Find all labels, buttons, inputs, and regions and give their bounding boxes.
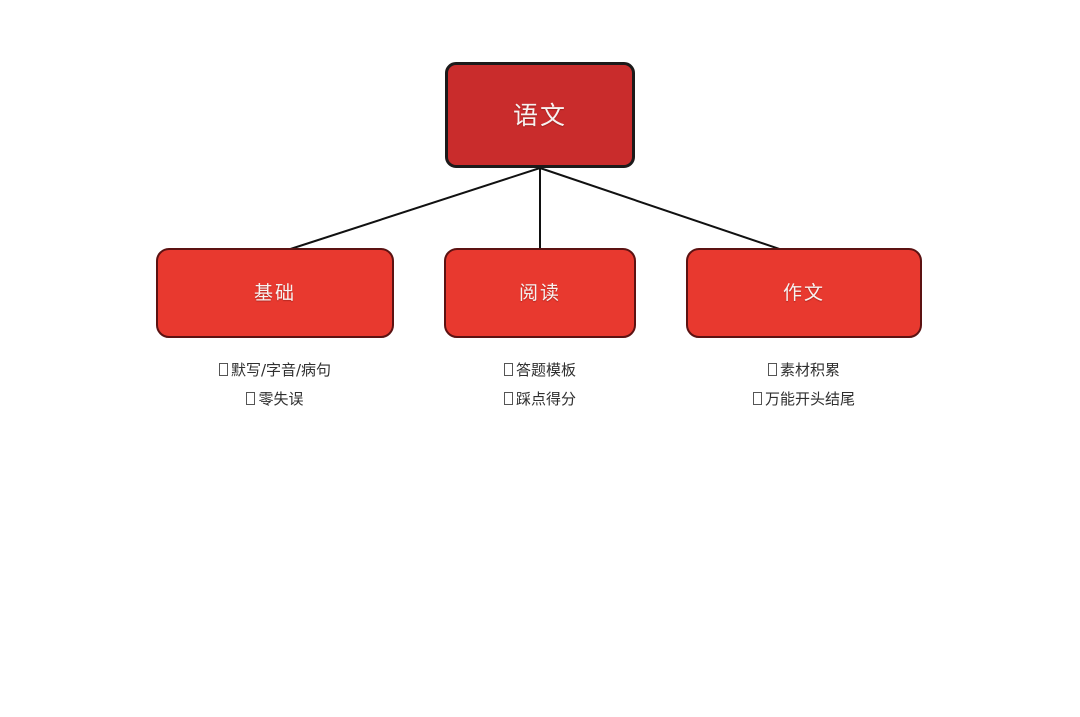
node-child-reading[interactable]: 阅读 [444, 248, 636, 338]
detail-line: 零失误 [156, 385, 394, 414]
missing-glyph-box-icon [218, 363, 228, 376]
detail-line: 答题模板 [444, 356, 636, 385]
detail-line-text: 零失误 [258, 390, 304, 408]
detail-line: 踩点得分 [444, 385, 636, 414]
node-root-label: 语文 [512, 100, 567, 130]
detail-line-text: 万能开头结尾 [764, 390, 855, 408]
detail-line-text: 踩点得分 [515, 390, 576, 408]
detail-line: 素材积累 [686, 356, 922, 385]
node-child-basics[interactable]: 基础 [156, 248, 394, 338]
missing-glyph-box-icon [752, 392, 762, 405]
detail-block-basics: 默写/字音/病句 零失误 [156, 356, 394, 414]
node-child-basics-label: 基础 [253, 281, 296, 304]
detail-line: 万能开头结尾 [686, 385, 922, 414]
detail-block-writing: 素材积累 万能开头结尾 [686, 356, 922, 414]
node-child-writing-label: 作文 [782, 281, 825, 304]
missing-glyph-box-icon [503, 392, 513, 405]
node-root-chinese[interactable]: 语文 [445, 62, 635, 168]
detail-block-reading: 答题模板 踩点得分 [444, 356, 636, 414]
detail-line: 默写/字音/病句 [156, 356, 394, 385]
detail-line-text: 素材积累 [779, 361, 840, 379]
missing-glyph-box-icon [767, 363, 777, 376]
missing-glyph-box-icon [246, 392, 256, 405]
connector-line-root-to-writing [539, 167, 807, 259]
node-child-writing[interactable]: 作文 [686, 248, 922, 338]
detail-line-text: 答题模板 [515, 361, 576, 379]
missing-glyph-box-icon [503, 363, 513, 376]
detail-line-text: 默写/字音/病句 [230, 361, 332, 379]
connector-line-root-to-basics [274, 167, 541, 255]
node-child-reading-label: 阅读 [518, 281, 561, 304]
